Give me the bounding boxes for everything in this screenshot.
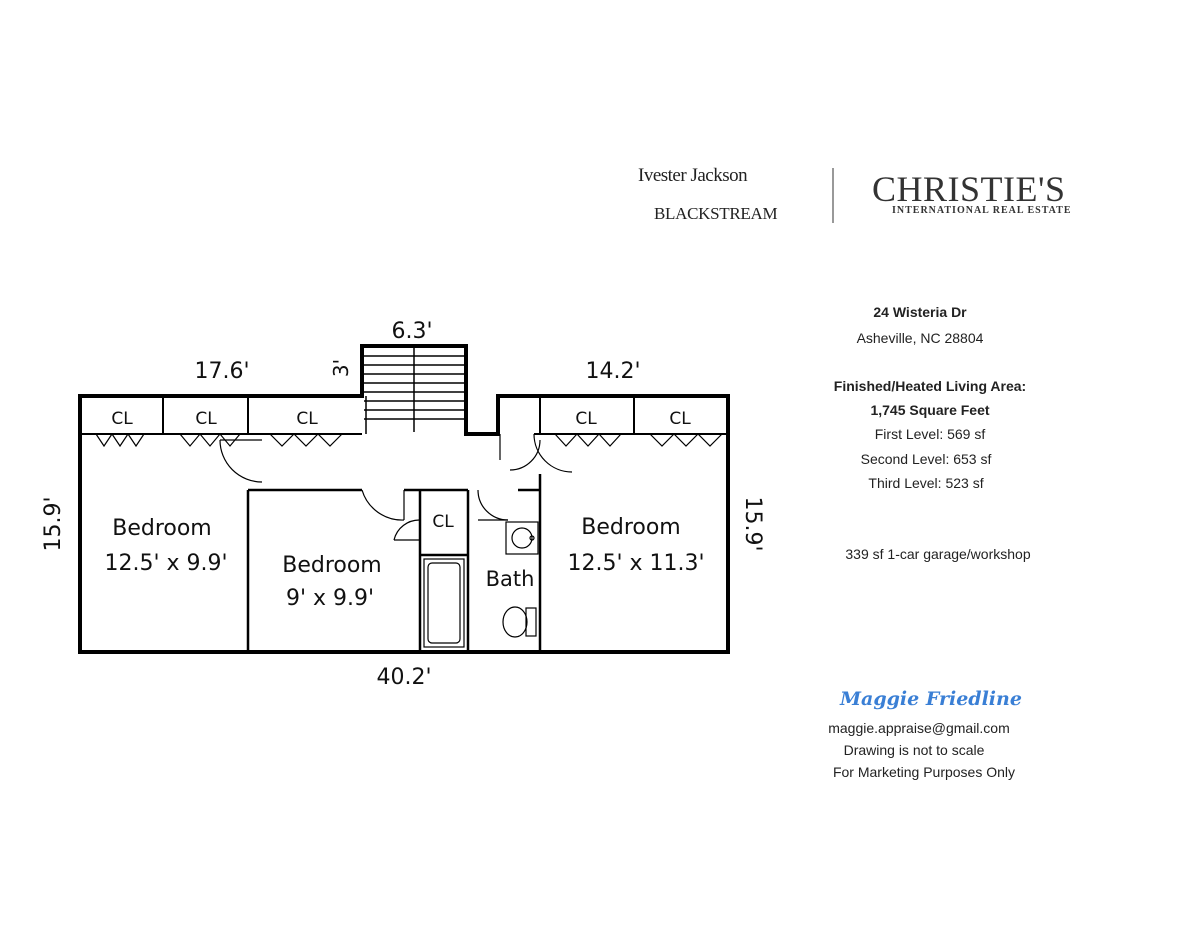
property-city: Asheville, NC 28804 [856, 330, 984, 346]
bedroom-right-name: Bedroom [581, 515, 681, 540]
marketing-note: For Marketing Purposes Only [832, 764, 1016, 780]
bedroom-left-size: 12.5' x 9.9' [104, 551, 227, 576]
dim-left-side: 15.9' [41, 496, 66, 551]
interior-walls [246, 474, 542, 652]
third-level-area: Third Level: 523 sf [868, 475, 984, 491]
closet-label: CL [296, 409, 318, 429]
bedroom-mid-name: Bedroom [282, 553, 382, 578]
dim-right-side: 15.9' [740, 496, 765, 551]
bath-label: Bath [486, 567, 535, 591]
blackstream-logo: BLACKSTREAM [654, 204, 778, 223]
living-area-total: 1,745 Square Feet [870, 402, 990, 418]
closet-label: CL [195, 409, 217, 429]
outer-wall [78, 344, 730, 654]
appraiser-signature: Maggie Friedline [840, 688, 1022, 710]
closet-walls-right [534, 396, 728, 435]
living-area-title: Finished/Heated Living Area: [833, 378, 1027, 394]
closet-label: CL [669, 409, 691, 429]
logo-divider [832, 168, 834, 223]
stairs [364, 348, 464, 434]
appraiser-email[interactable]: maggie.appraise@gmail.com [828, 720, 1010, 736]
property-street: 24 Wisteria Dr [873, 304, 967, 320]
scale-note: Drawing is not to scale [843, 742, 985, 758]
dim-top-right: 14.2' [585, 359, 640, 384]
bath-fixtures [423, 521, 539, 648]
christies-logo: CHRISTIE'S [872, 169, 1066, 209]
closet-label: CL [111, 409, 133, 429]
bedroom-right-size: 12.5' x 11.3' [567, 551, 704, 576]
sink [505, 521, 539, 555]
dim-stair-width: 6.3' [391, 319, 432, 344]
closet-label: CL [432, 512, 454, 532]
second-level-area: Second Level: 653 sf [860, 451, 992, 467]
first-level-area: First Level: 569 sf [874, 426, 986, 442]
bedroom-mid-size: 9' x 9.9' [286, 586, 374, 611]
closet-walls-left [80, 396, 362, 435]
christies-logo-subtitle: INTERNATIONAL REAL ESTATE [892, 205, 1072, 216]
dim-top-left: 17.6' [194, 359, 249, 384]
dim-bottom: 40.2' [376, 665, 431, 690]
toilet [502, 606, 528, 638]
dim-stair-depth: 3' [329, 359, 353, 377]
bifold-doors [95, 432, 723, 448]
bathtub [423, 558, 465, 648]
ivester-jackson-logo: Ivester Jackson [638, 165, 748, 186]
door-swings [219, 433, 573, 541]
closet-label: CL [575, 409, 597, 429]
bedroom-left-name: Bedroom [112, 516, 212, 541]
garage-area: 339 sf 1-car garage/workshop [845, 546, 1031, 562]
